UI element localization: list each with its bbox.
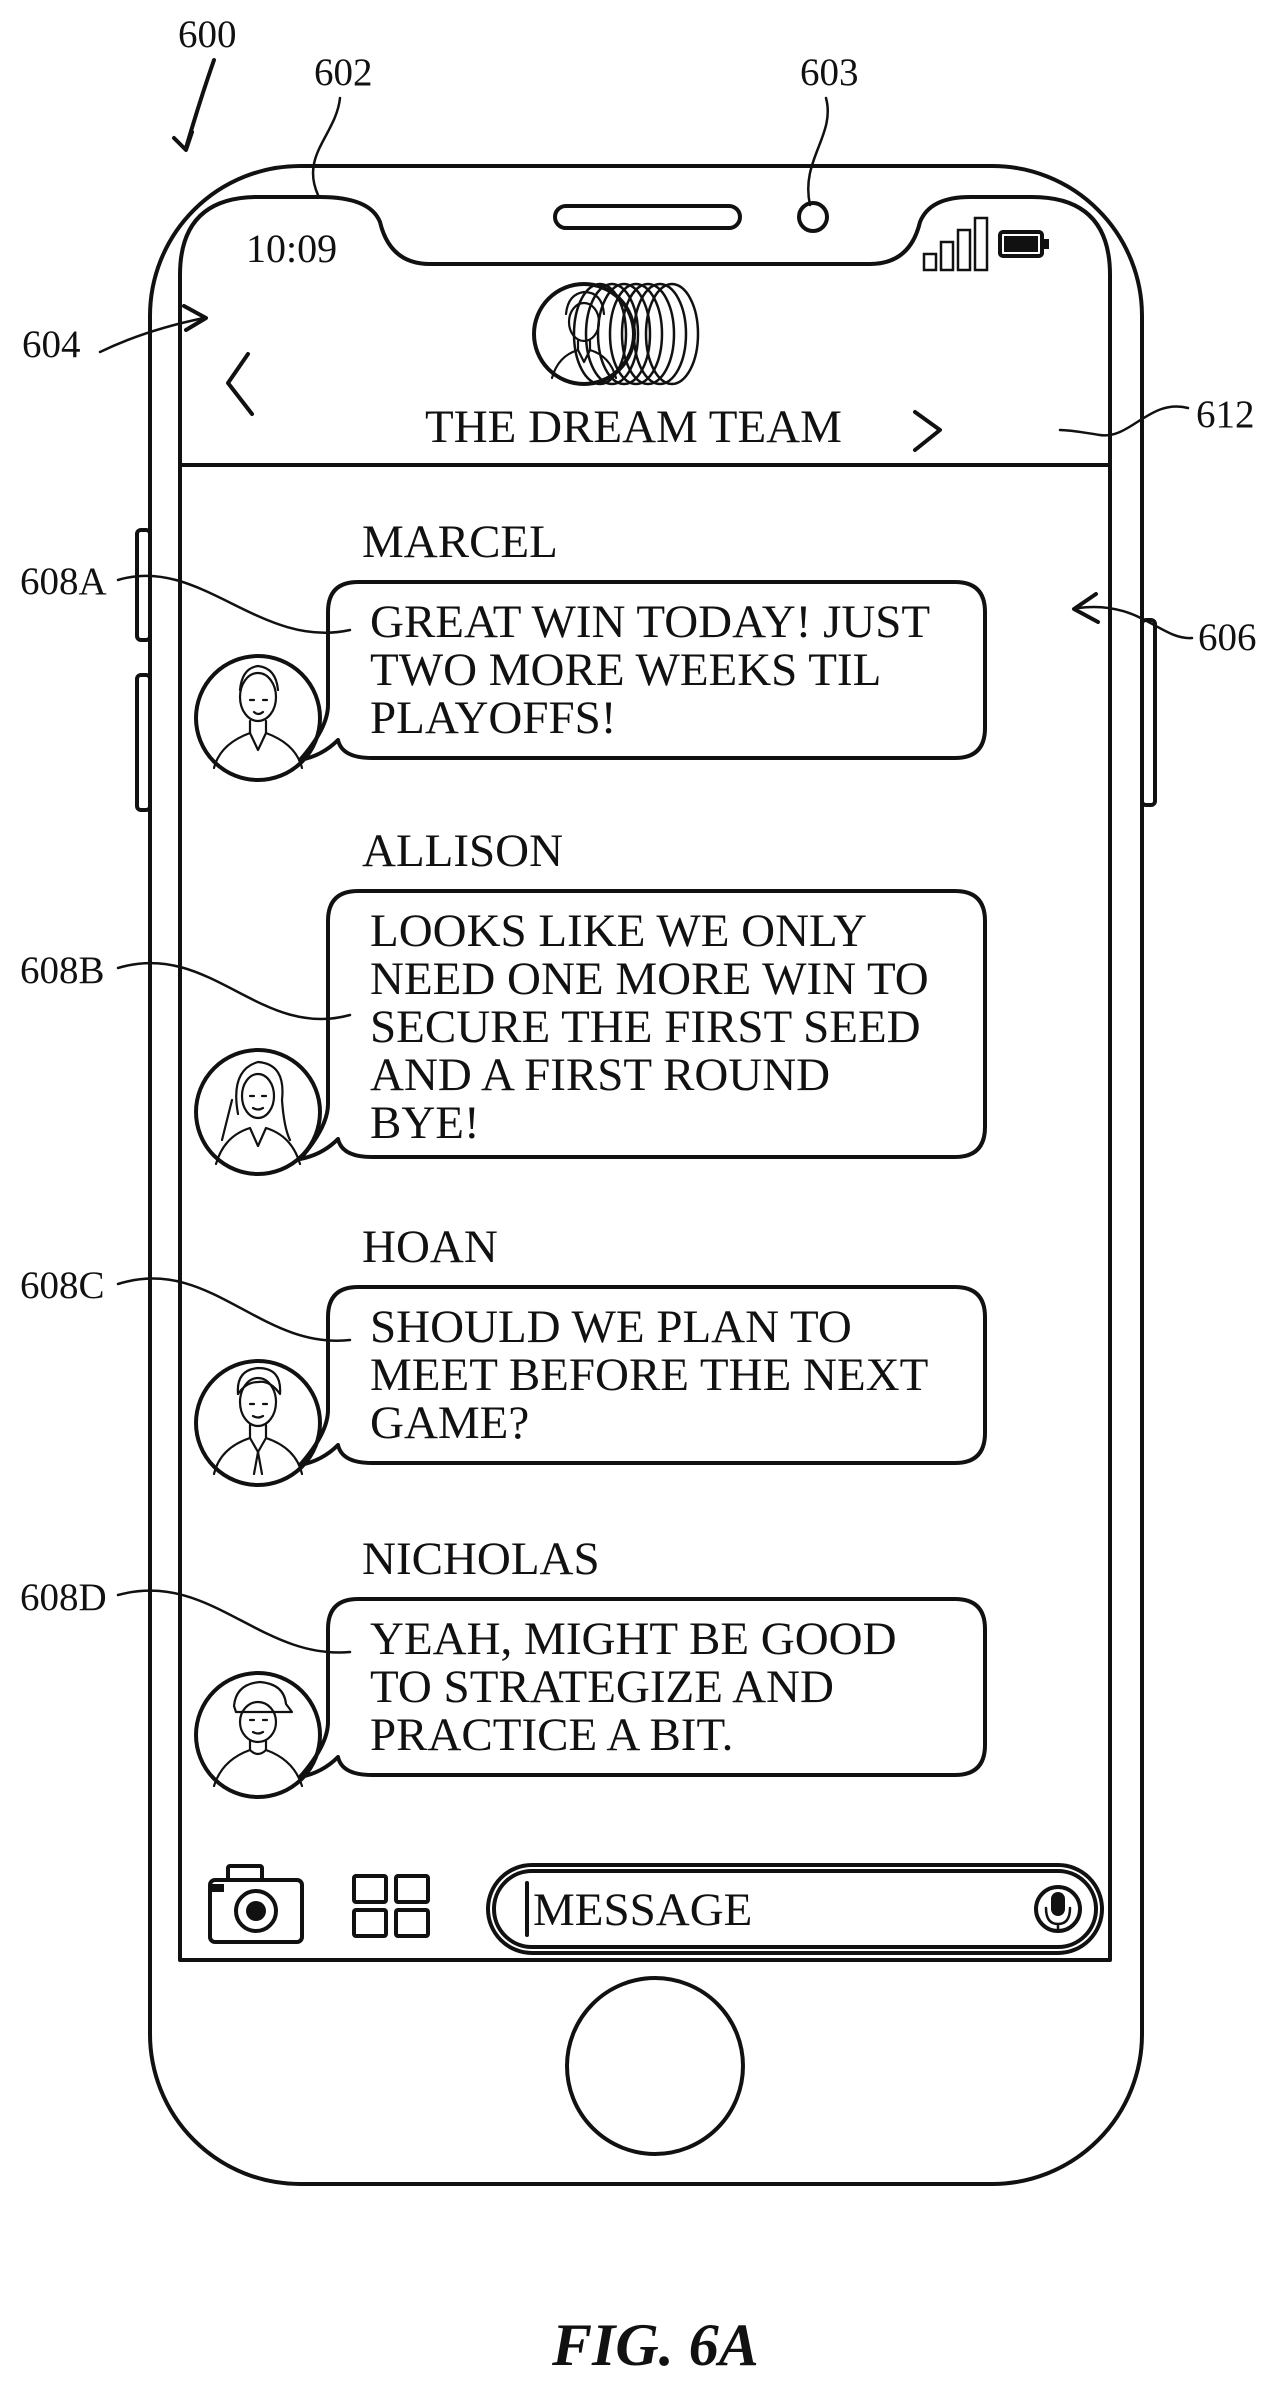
group-lead-avatar	[534, 284, 634, 384]
ref-message-b: 608B	[20, 949, 105, 992]
ref-message-d: 608D	[20, 1576, 107, 1619]
message-text: GREAT WIN TODAY! JUST TWO MORE WEEKS TIL…	[370, 596, 941, 744]
message-text: SHOULD WE PLAN TO MEET BEFORE THE NEXT G…	[370, 1301, 939, 1449]
person-avatar-icon	[214, 1368, 302, 1474]
reference-numerals: 600 602 603 604 612 606 608A 608B 608C 6…	[20, 13, 1257, 1653]
display-screen: 10:09	[180, 197, 1110, 1960]
ref-message-d-leader	[118, 1591, 350, 1653]
power-button[interactable]	[1142, 620, 1155, 805]
ref-details-leader	[1060, 406, 1188, 435]
signal-strength-icon	[924, 218, 987, 270]
message-a: MARCEL GREAT WIN TODAY! JUST TWO MORE WE…	[196, 516, 985, 780]
composer-bar: MESSAGE	[210, 1865, 1102, 1953]
avatar[interactable]	[196, 1361, 320, 1485]
conversation: MARCEL GREAT WIN TODAY! JUST TWO MORE WE…	[196, 516, 985, 1797]
avatar[interactable]	[196, 1673, 320, 1797]
ref-back-arrowhead	[184, 306, 206, 330]
message-input-placeholder: MESSAGE	[533, 1884, 752, 1936]
ref-message-a: 608A	[20, 560, 107, 603]
ref-message-b-leader	[118, 963, 350, 1019]
person-avatar-icon	[216, 1062, 300, 1164]
sender-name: HOAN	[362, 1221, 498, 1273]
ref-conversation: 606	[1198, 616, 1257, 659]
ref-back: 604	[22, 323, 81, 366]
message-b: ALLISON LOOKS LIKE WE ONLY NEED ONE MORE…	[196, 825, 985, 1174]
avatar[interactable]	[196, 656, 320, 780]
earpiece-speaker	[555, 206, 740, 228]
front-camera-sensor	[799, 203, 827, 231]
apps-grid-icon[interactable]	[354, 1876, 428, 1936]
group-title[interactable]: THE DREAM TEAM	[425, 401, 842, 453]
ref-message-c: 608C	[20, 1264, 105, 1307]
message-d: NICHOLAS YEAH, MIGHT BE GOOD TO STRATEGI…	[196, 1533, 985, 1797]
group-avatar-stack[interactable]	[534, 284, 698, 384]
camera-icon[interactable]	[210, 1866, 302, 1942]
avatar[interactable]	[196, 1050, 320, 1174]
volume-down-button[interactable]	[137, 675, 150, 810]
ref-device-arrowhead	[174, 132, 192, 150]
volume-up-button[interactable]	[137, 530, 150, 640]
ref-sensor: 603	[800, 51, 859, 94]
ref-display: 602	[314, 51, 373, 94]
person-avatar-icon	[214, 1682, 302, 1786]
sender-name: NICHOLAS	[362, 1533, 600, 1585]
ref-back-leader	[100, 318, 204, 352]
sender-name: MARCEL	[362, 516, 558, 568]
message-c: HOAN SHOULD WE PLAN TO MEET BEFORE THE N…	[196, 1221, 985, 1485]
figure-caption: FIG. 6A	[551, 2312, 759, 2378]
message-text: YEAH, MIGHT BE GOOD TO STRATEGIZE AND PR…	[370, 1613, 908, 1761]
group-lead-face-icon	[552, 292, 616, 378]
sender-name: ALLISON	[362, 825, 563, 877]
details-chevron-icon[interactable]	[915, 412, 940, 450]
ref-message-c-leader	[118, 1278, 350, 1340]
home-button[interactable]	[567, 1978, 743, 2154]
microphone-icon[interactable]	[1036, 1887, 1080, 1931]
message-text: LOOKS LIKE WE ONLY NEED ONE MORE WIN TO …	[370, 905, 941, 1149]
ref-sensor-leader	[808, 98, 828, 205]
back-chevron-icon[interactable]	[228, 354, 252, 414]
ref-message-a-leader	[118, 576, 350, 633]
status-time: 10:09	[246, 226, 337, 271]
ref-device: 600	[178, 13, 237, 56]
battery-icon	[1000, 232, 1049, 256]
person-avatar-icon	[214, 666, 302, 768]
ref-display-leader	[313, 98, 340, 195]
ref-details: 612	[1196, 393, 1255, 436]
